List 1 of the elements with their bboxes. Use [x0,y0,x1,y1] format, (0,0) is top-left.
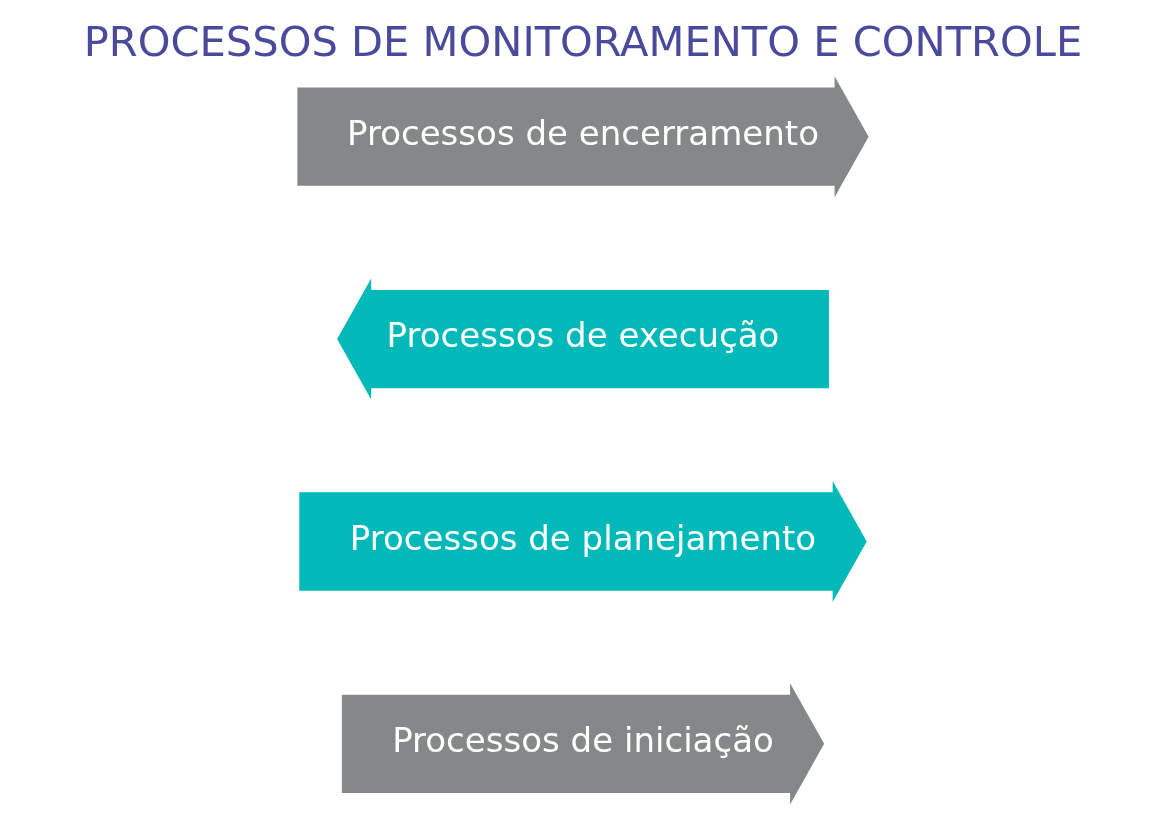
diagram-title: PROCESSOS DE MONITORAMENTO E CONTROLE [83,17,1082,67]
